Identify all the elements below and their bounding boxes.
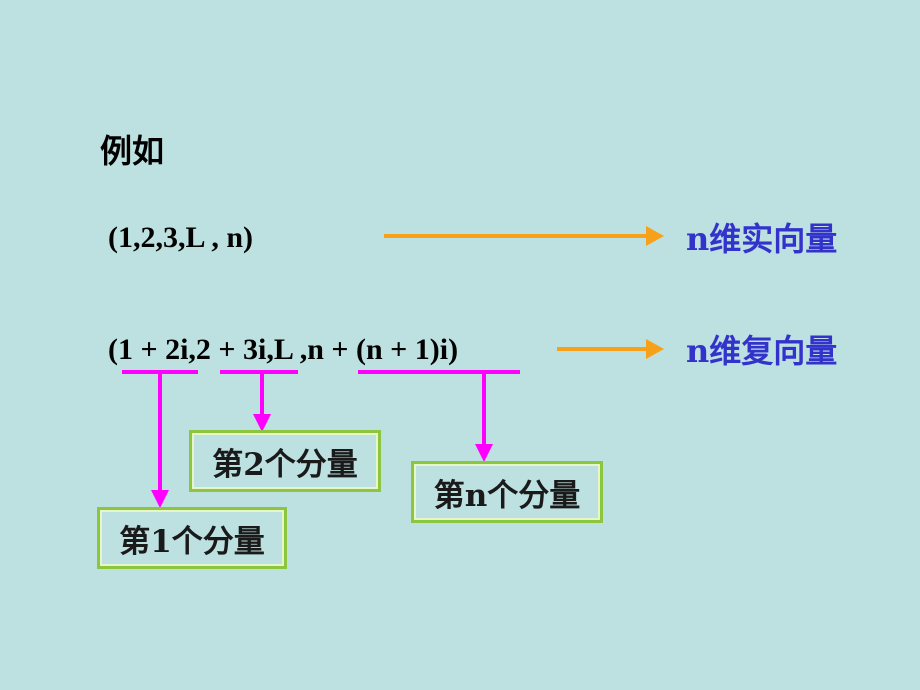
component-first-label: 第1个分量 [119, 523, 265, 560]
complex-vector-label: n维复向量 [686, 332, 838, 370]
pointer-first-head [151, 490, 169, 508]
real-vector-label: n维实向量 [686, 220, 838, 258]
pointer-nth-head [475, 444, 493, 462]
real-vector-expression: (1,2,3,L , n) [108, 221, 254, 254]
complex-arrow-head [646, 339, 664, 359]
real-arrow-head [646, 226, 664, 246]
component-second-label: 第2个分量 [212, 446, 358, 483]
component-first-box: 第1个分量 [97, 507, 287, 569]
component-nth-label: 第n个分量 [433, 477, 581, 514]
component-second-box: 第2个分量 [189, 430, 381, 492]
pointer-second-head [253, 414, 271, 432]
complex-vector-expression: (1 + 2i,2 + 3i,L ,n + (n + 1)i) [108, 333, 459, 366]
heading: 例如 [100, 132, 165, 170]
component-nth-box: 第n个分量 [411, 461, 603, 523]
